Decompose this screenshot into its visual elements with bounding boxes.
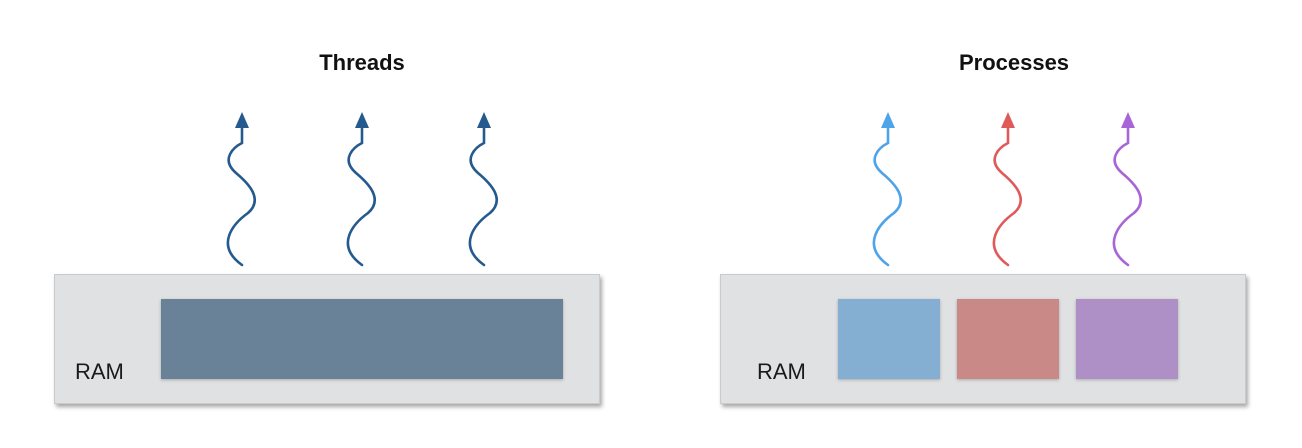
process-memory-block-3 (1076, 299, 1178, 379)
process-arrow-3 (1112, 112, 1142, 267)
process-arrow-1-line (872, 122, 902, 267)
process-arrow-1 (872, 112, 902, 267)
shared-memory-block (161, 299, 563, 379)
process-arrow-2-line (992, 122, 1022, 267)
processes-ram-box: RAM (720, 274, 1246, 404)
process-arrow-2-head (1001, 112, 1015, 128)
threads-title: Threads (319, 50, 405, 75)
process-arrow-3-line (1112, 122, 1142, 267)
thread-arrow-3-line (468, 122, 498, 267)
thread-arrow-2-line (346, 122, 376, 267)
thread-arrows-group (226, 112, 498, 267)
process-arrow-3-head (1121, 112, 1135, 128)
thread-arrow-3 (468, 112, 498, 267)
thread-arrow-3-head (477, 112, 491, 128)
thread-arrow-1-head (235, 112, 249, 128)
process-arrows-group (872, 112, 1142, 267)
process-arrow-1-head (881, 112, 895, 128)
thread-arrow-2-head (355, 112, 369, 128)
thread-arrow-1 (226, 112, 256, 267)
processes-title: Processes (958, 50, 1070, 75)
process-memory-block-2 (957, 299, 1059, 379)
threads-ram-label: RAM (75, 359, 124, 384)
thread-arrow-1-line (226, 122, 256, 267)
process-arrow-2 (992, 112, 1022, 267)
threads-ram-box: RAM (54, 274, 600, 404)
processes-ram-label: RAM (757, 359, 806, 384)
thread-arrow-2 (346, 112, 376, 267)
process-memory-block-1 (838, 299, 940, 379)
